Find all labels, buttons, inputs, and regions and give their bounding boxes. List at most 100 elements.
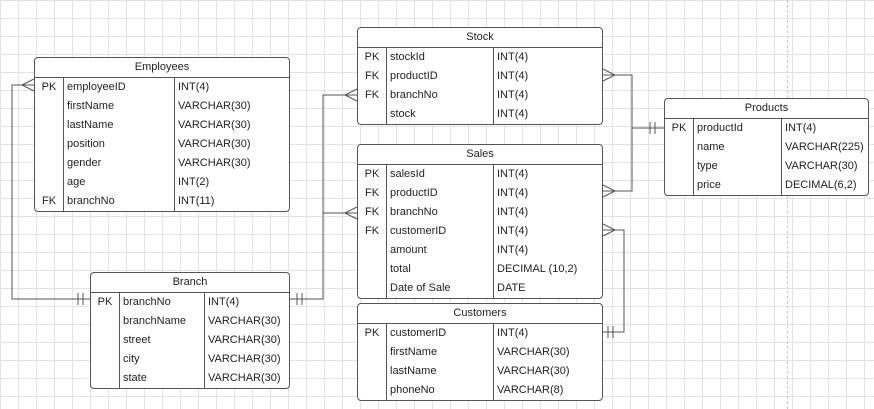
key-cell: [35, 97, 64, 116]
key-cell: [91, 331, 120, 350]
field-name-cell: amount: [387, 241, 494, 260]
key-cell: FK: [358, 184, 387, 203]
key-cell: [665, 176, 694, 195]
key-cell: [91, 350, 120, 369]
field-type-cell: VARCHAR(30): [178, 138, 251, 150]
field-type-cell: DATE: [497, 282, 526, 294]
key-cell: [91, 312, 120, 331]
field-name-cell: branchNo: [387, 203, 494, 222]
field-name-cell: total: [387, 260, 494, 279]
field-name-cell: customerID: [387, 324, 494, 343]
key-cell: FK: [358, 203, 387, 222]
crowfoot-mark: [602, 68, 617, 82]
field-name-cell: branchNo: [387, 86, 494, 105]
key-cell: [665, 138, 694, 157]
field-type-cell: INT(4): [497, 89, 529, 101]
field-name-cell: type: [694, 157, 782, 176]
key-cell: [91, 369, 120, 388]
key-cell: [35, 116, 64, 135]
entity-title: Employees: [35, 58, 289, 78]
field-name-cell: city: [120, 350, 205, 369]
field-type-cell: INT(4): [497, 225, 529, 237]
key-cell: [35, 135, 64, 154]
field-name-cell: branchNo: [64, 192, 175, 211]
field-type-cell: VARCHAR(30): [178, 119, 251, 131]
key-cell: PK: [358, 48, 387, 67]
field-name-cell: productId: [694, 119, 782, 138]
field-type-cell: INT(4): [497, 244, 529, 256]
field-name-cell: lastName: [64, 116, 175, 135]
field-name-cell: customerID: [387, 222, 494, 241]
field-type-cell: INT(4): [497, 187, 529, 199]
key-cell: [35, 173, 64, 192]
field-name-cell: stockId: [387, 48, 494, 67]
field-name-cell: stock: [387, 105, 494, 124]
field-type-cell: VARCHAR(30): [497, 346, 570, 358]
field-type-cell: INT(4): [497, 168, 529, 180]
field-type-cell: VARCHAR(30): [208, 372, 281, 384]
field-name-cell: price: [694, 176, 782, 195]
key-cell: FK: [35, 192, 64, 211]
field-type-cell: DECIMAL (10,2): [497, 263, 578, 275]
field-type-cell: VARCHAR(30): [785, 160, 858, 172]
key-cell: [358, 362, 387, 381]
field-type-cell: INT(4): [208, 296, 240, 308]
connector-customers-sales: [603, 229, 625, 333]
field-name-cell: street: [120, 331, 205, 350]
field-name-cell: firstName: [387, 343, 494, 362]
connector-branch-stock: [290, 94, 357, 300]
crowfoot-mark: [344, 206, 358, 214]
crowfoot-mark: [21, 84, 35, 92]
crowfoot-mark: [602, 184, 617, 198]
entity-title: Stock: [358, 28, 602, 48]
key-cell: PK: [358, 165, 387, 184]
field-type-cell: INT(4): [785, 122, 817, 134]
entity-title: Products: [665, 99, 868, 119]
field-name-cell: lastName: [387, 362, 494, 381]
key-cell: [358, 105, 387, 124]
field-type-cell: INT(4): [497, 108, 529, 120]
key-cell: FK: [358, 67, 387, 86]
key-cell: [358, 343, 387, 362]
field-type-cell: VARCHAR(30): [208, 353, 281, 365]
field-type-cell: INT(4): [497, 70, 529, 82]
field-type-cell: INT(11): [178, 195, 215, 207]
